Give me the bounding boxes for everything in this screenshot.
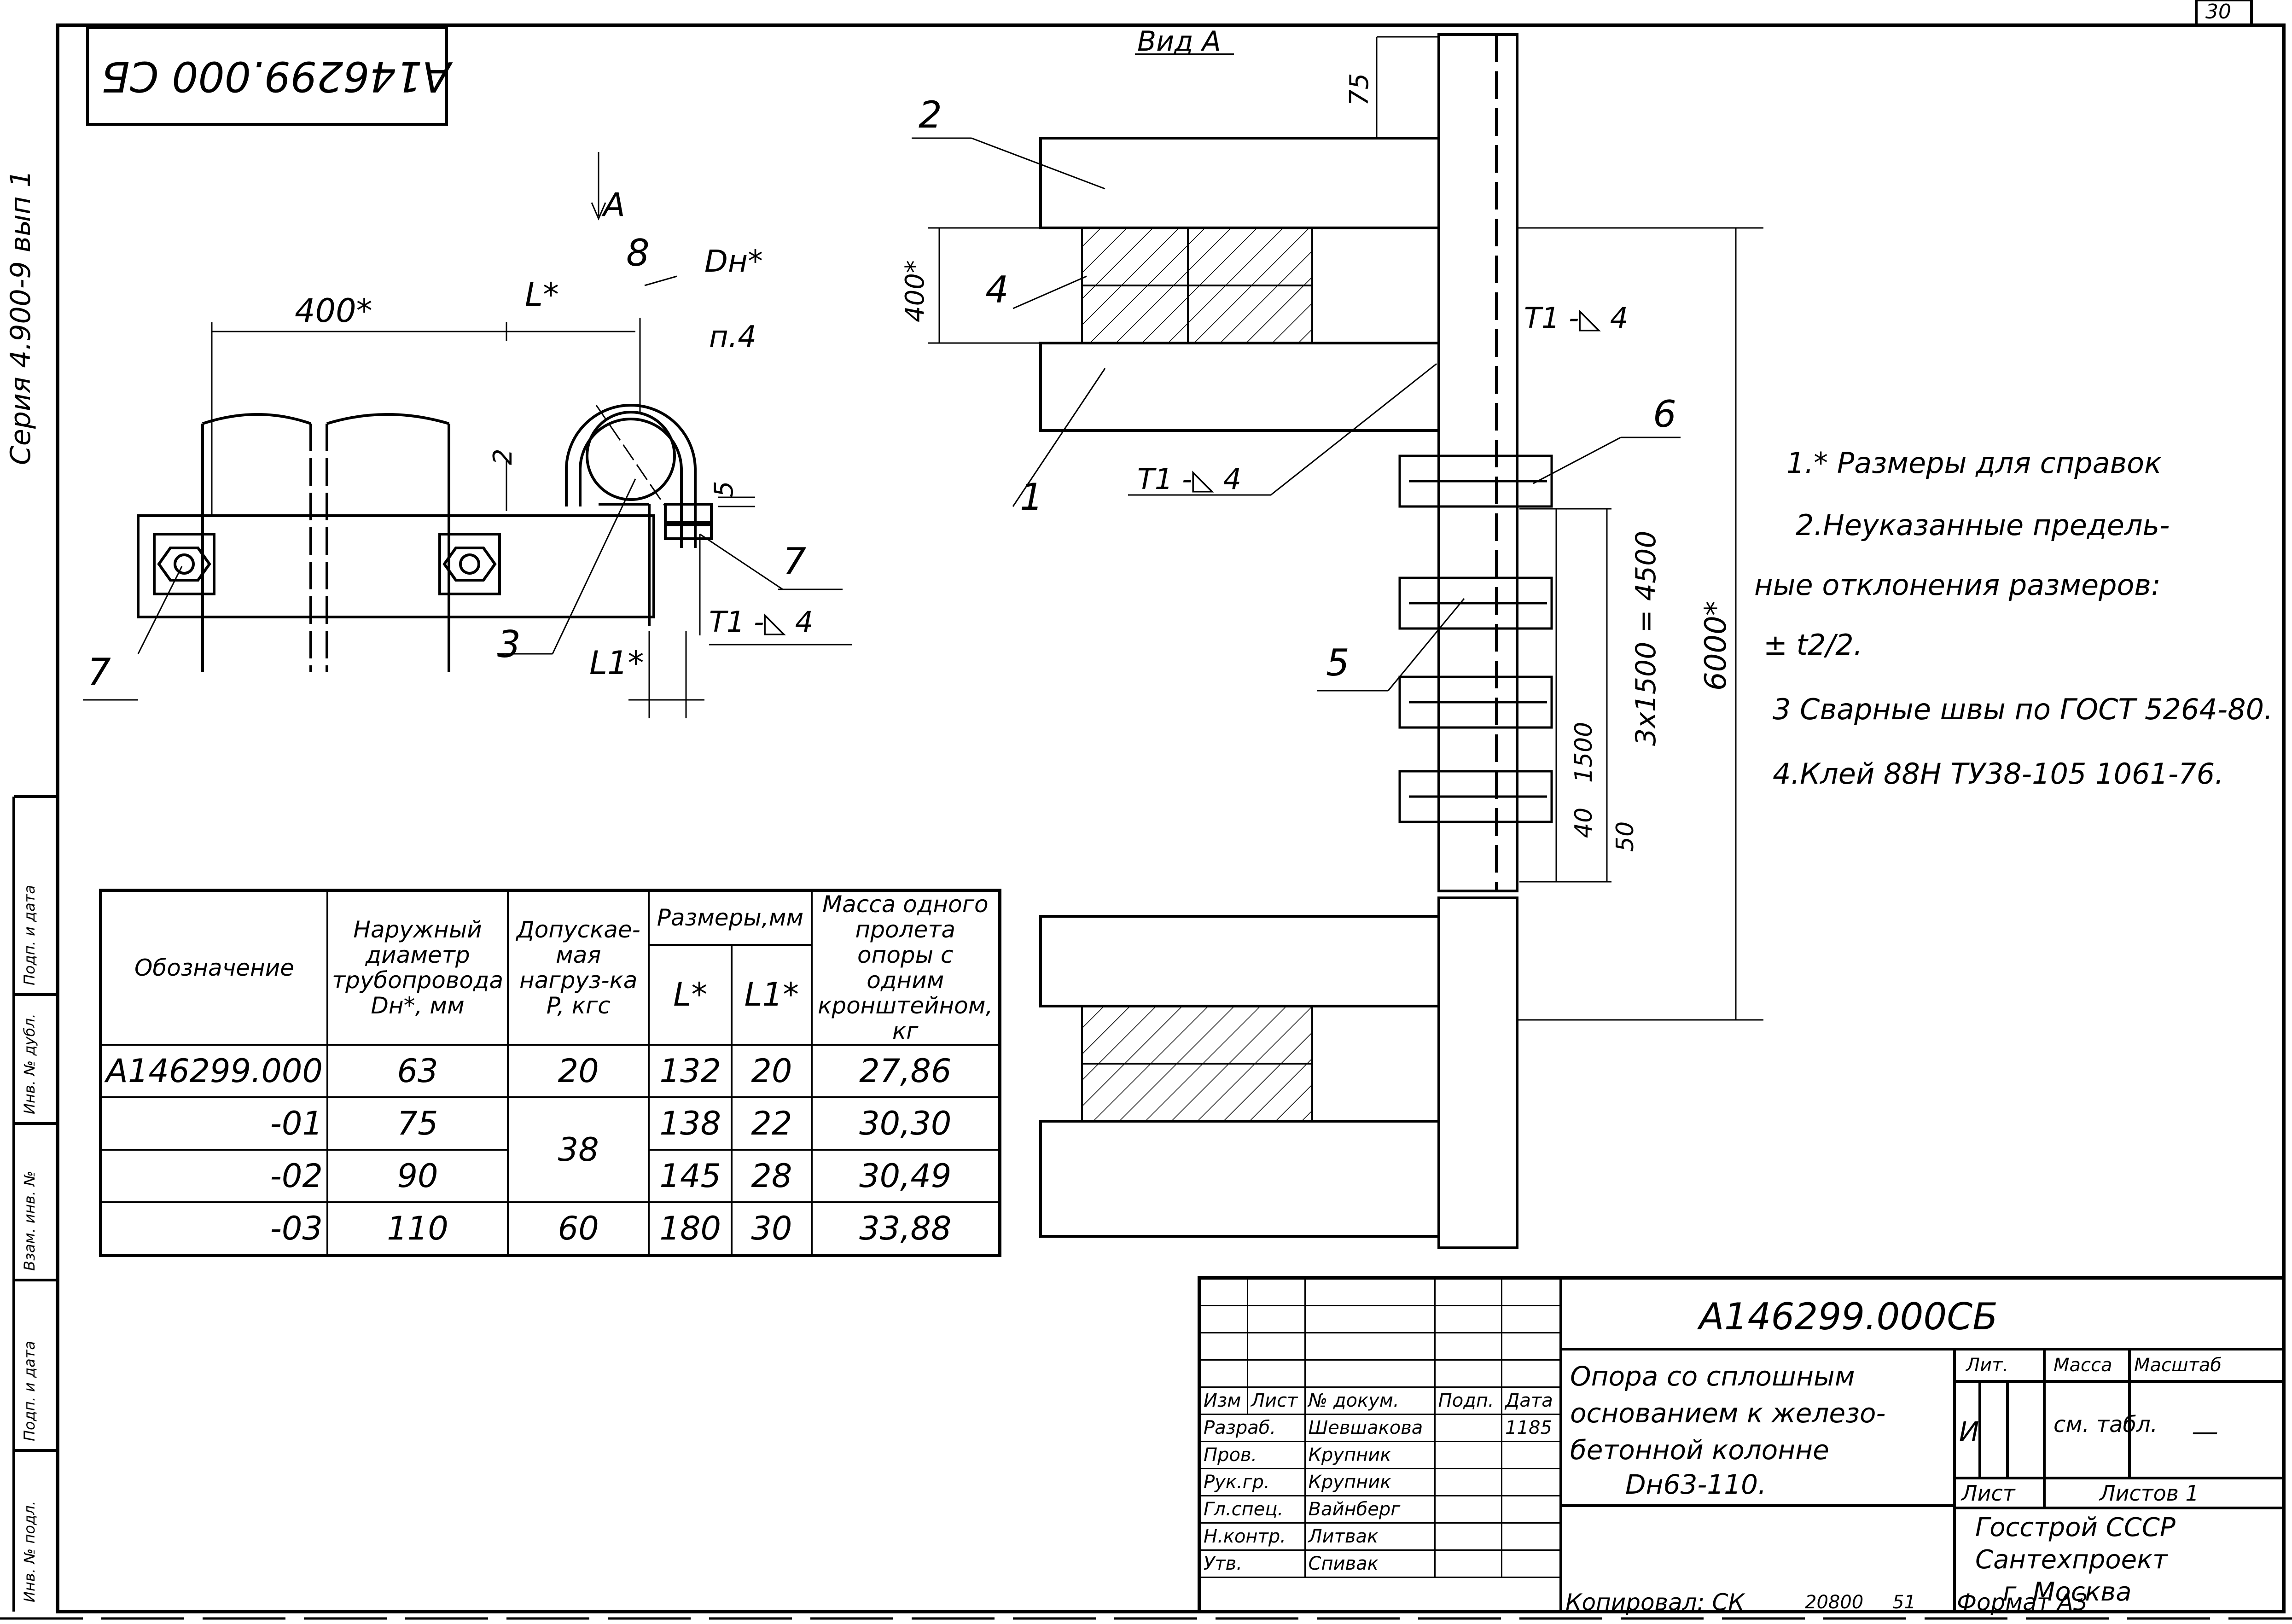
dim-5: 5 [709,481,739,497]
callout-5: 5 [1326,641,1350,684]
callout-1: 1 [1020,476,1043,518]
dim-Dn: Dн* [704,244,763,279]
dim-50: 50 [1611,821,1639,852]
callout-7-left: 7 [87,651,111,693]
scale-label: Масштаб [2134,1355,2222,1376]
code-stamp: А146299.000 СБ [101,52,451,100]
hdr-outer-diameter: Наружный диаметр трубопровода Dн*, мм [326,889,509,1046]
note-2a: 2.Неуказанные предель- [1796,508,2170,542]
title-line-2: основанием к железо- [1570,1397,1886,1429]
mass-value: см. табл. [2053,1412,2158,1438]
signature-header-row: Изм Лист № докум. Подп. Дата [1199,1386,1561,1415]
callout-3: 3 [497,623,521,666]
note-2c: ± t2/2. [1763,628,1863,662]
strip-sign-date-2: Подп. и дата [21,885,38,985]
series-stamp: Серия 4.900-9 вып 1 [5,170,37,465]
callout-8: 8 [626,232,650,274]
dim-L1: L1* [589,644,644,682]
title-line-3: бетонной колонне [1570,1434,1829,1466]
hdr-L1: L1* [731,944,813,1046]
signature-row: Н.контр. Литвак [1199,1522,1561,1551]
note-1: 1.* Размеры для справок [1786,446,2162,480]
weld-mark-2: Т1 -◺ 4 [1524,301,1629,335]
dim-3x1500: 3x1500 = 4500 [1630,530,1662,746]
title-line-1: Опора со сплошным [1570,1361,1855,1392]
order-number: 20800 [1805,1592,1864,1613]
strip-replaced-inv: Взам. инв. № [21,1170,38,1271]
note-2b: ные отклонения размеров: [1754,568,2161,602]
org-line-2: Сантехпроект [1975,1545,2168,1575]
sheets-label: Листов 1 [2100,1481,2199,1506]
order-number-2: 51 [1892,1592,1916,1613]
strip-inv-duplicate: Инв. № дубл. [21,1013,38,1114]
signature-row: Утв. Спивак [1199,1549,1561,1578]
signature-row: Гл.спец. Вайнберг [1199,1495,1561,1524]
dim-1500: 1500 [1570,722,1598,783]
signature-row: Рук.гр. Крупник [1199,1468,1561,1496]
title-line-4: Dн63-110. [1625,1469,1767,1500]
hdr-mass: Масса одного пролета опоры с одним кронш… [810,889,1001,1046]
copied-by: Копировал: СК [1565,1589,1745,1616]
callout-6: 6 [1653,393,1676,436]
scale-value: — [2192,1416,2218,1447]
dim-n4: п.4 [709,320,756,354]
hdr-sizes: Размеры,мм [648,889,813,946]
hdr-L: L* [648,944,733,1046]
dim-75: 75 [1344,73,1374,106]
dim-2: 2 [488,448,518,465]
hdr-designation: Обозначение [99,889,328,1046]
signature-row: Пров. Крупник [1199,1441,1561,1469]
dim-40: 40 [1570,807,1598,838]
table-row: -02 90 145 28 30,49 [99,1149,1001,1203]
signature-row: Разраб. Шевшакова 1185 [1199,1414,1561,1442]
org-line-3: г. Москва [2003,1577,2132,1607]
callout-2: 2 [919,93,942,136]
sheet-label: Лист [1961,1481,2015,1506]
doc-code: А146299.000СБ [1699,1295,1998,1338]
hdr-load: Допускае-мая нагруз-ка P, кгс [507,889,650,1046]
sheet-number: 30 [2205,0,2231,23]
weld-mark-3: Т1 -◺ 4 [1137,462,1242,496]
sheet-frame [56,23,2286,1613]
bracket-plate [137,514,655,618]
strip-inv-original: Инв. № подл. [21,1501,38,1602]
table-row: -01 75 38 138 22 30,30 [99,1096,1001,1203]
spec-table: Обозначение Наружный диаметр трубопровод… [99,889,1001,1257]
dim-400: 400* [295,292,372,330]
view-label: Вид А [1137,25,1221,58]
dim-6000: 6000* [1699,601,1733,691]
table-row: А146299.000 63 20 132 20 27,86 [99,1044,1001,1098]
note-3: 3 Сварные швы по ГОСТ 5264-80. [1773,693,2273,726]
weld-mark-1: Т1 -◺ 4 [709,605,814,639]
dim-L: L* [525,276,559,314]
callout-4: 4 [985,268,1009,311]
strip-sign-date-1: Подп. и дата [21,1341,38,1441]
column [1437,33,1518,892]
arrow-A: А [603,186,625,224]
note-4: 4.Клей 88Н ТУ38-105 1061-76. [1773,757,2224,791]
dim-400-vertical: 400* [900,260,930,322]
title-block-frame [1198,1276,2286,1613]
lit-value: И [1959,1416,1979,1447]
format-label: Формат А3 [1957,1589,2088,1616]
signature-table: Изм Лист № докум. Подп. Дата Разраб. Шев… [1199,1278,1561,1578]
code-stamp-box [86,26,448,126]
callout-7-right: 7 [783,540,806,583]
table-row: -03 110 60 180 30 33,88 [99,1201,1001,1257]
sheet-number-box [2195,0,2253,27]
lit-label: Лит. [1966,1355,2009,1376]
mass-label: Масса [2053,1355,2112,1376]
org-line-1: Госстрой СССР [1975,1513,2176,1543]
